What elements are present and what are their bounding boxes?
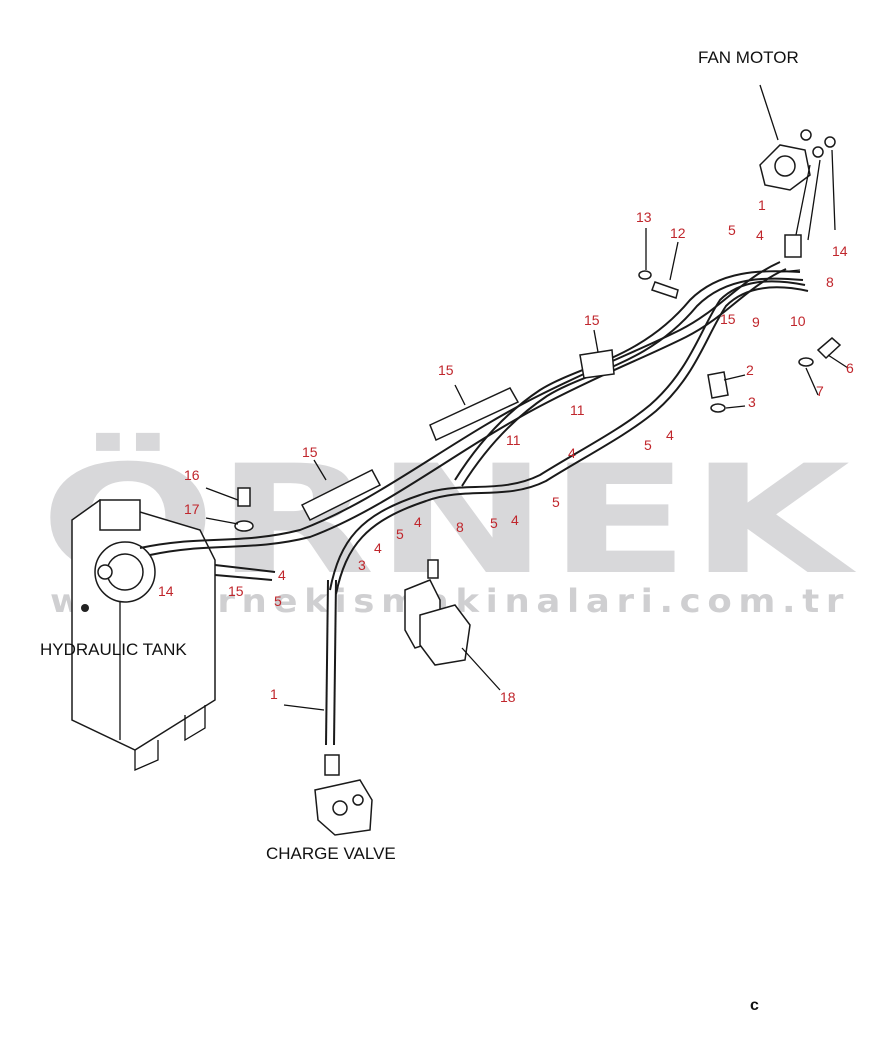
callout: 14: [158, 583, 174, 599]
callout-numbers: 1 13 12 5 4 14 8 15 9 10 2 3 6 7 15 11 1…: [158, 197, 854, 705]
callout: 11: [506, 432, 521, 448]
corner-mark: c: [750, 997, 759, 1014]
callout: 5: [728, 222, 736, 238]
callout: 9: [752, 314, 760, 330]
callout: 5: [490, 515, 498, 531]
callout: 14: [832, 243, 848, 259]
callout: 8: [826, 274, 834, 290]
charge-valve-drawing: [314, 754, 373, 836]
hydraulic-tank-label: HYDRAULIC TANK: [40, 640, 187, 659]
callout: 4: [374, 540, 382, 556]
component-labels: FAN MOTOR HYDRAULIC TANK CHARGE VALVE: [40, 48, 799, 863]
callout: 1: [270, 686, 278, 702]
leader-lines: [205, 84, 849, 711]
loose-parts: [234, 270, 842, 532]
callout: 4: [666, 427, 674, 443]
callout: 18: [500, 689, 516, 705]
callout: 5: [552, 494, 560, 510]
callout: 6: [846, 360, 854, 376]
callout: 4: [278, 567, 286, 583]
callout: 16: [184, 467, 200, 483]
hydraulic-tank-drawing: [71, 499, 216, 771]
callout: 4: [568, 445, 576, 461]
callout: 3: [358, 557, 366, 573]
callout: 13: [636, 209, 652, 225]
fan-motor-drawing: [759, 129, 836, 258]
bracket-drawing: [404, 559, 471, 666]
fan-motor-label: FAN MOTOR: [698, 48, 799, 67]
callout: 11: [570, 402, 585, 418]
callout: 15: [302, 444, 318, 460]
callout: 15: [228, 583, 244, 599]
callout: 4: [511, 512, 519, 528]
callout: 3: [748, 394, 756, 410]
callout: 5: [396, 526, 404, 542]
callout: 2: [746, 362, 754, 378]
callout: 5: [274, 593, 282, 609]
callout: 1: [758, 197, 766, 213]
callout: 10: [790, 313, 806, 329]
callout: 7: [816, 383, 824, 399]
callout: 5: [644, 437, 652, 453]
callout: 8: [456, 519, 464, 535]
callout: 12: [670, 225, 686, 241]
clamp-covers: [300, 349, 615, 521]
callout: 15: [584, 312, 600, 328]
callout: 17: [184, 501, 200, 517]
callout: 4: [414, 514, 422, 530]
charge-valve-label: CHARGE VALVE: [266, 844, 396, 863]
callout: 15: [438, 362, 454, 378]
callout: 4: [756, 227, 764, 243]
callout: 15: [720, 311, 736, 327]
